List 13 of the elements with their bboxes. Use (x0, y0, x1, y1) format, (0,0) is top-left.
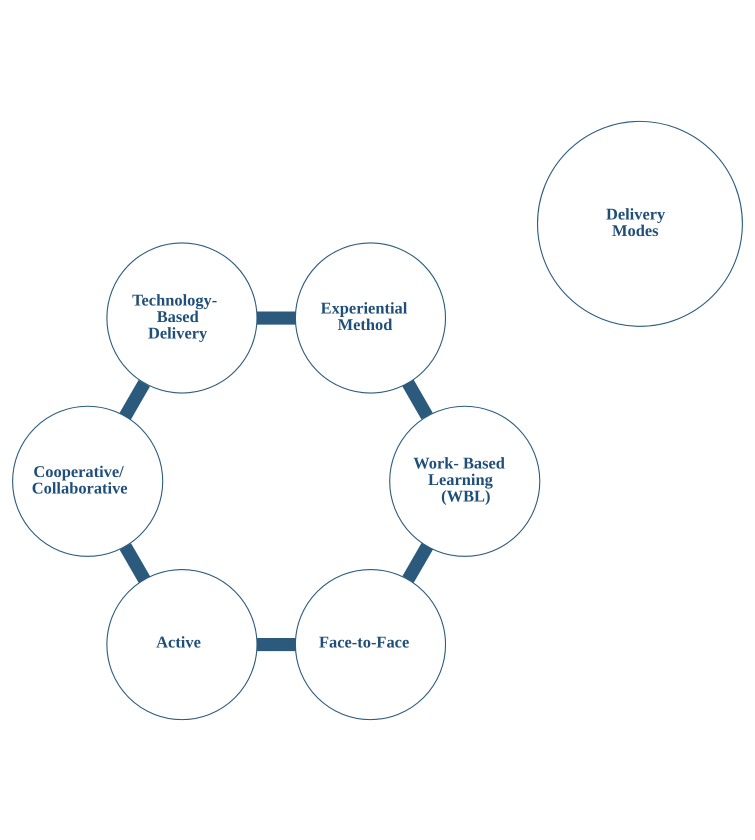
node-circle: Work- Based Learning (WBL) (389, 405, 540, 556)
node-circle: Delivery Modes (536, 120, 743, 326)
node-circle: Cooperative/ Collaborative (12, 405, 164, 556)
node-circle: Face-to-Face (294, 568, 446, 720)
connector (402, 379, 433, 419)
connector (402, 542, 433, 582)
connector (120, 542, 150, 582)
node-circle: Active (106, 568, 258, 720)
connector (119, 380, 150, 420)
node-circle: Experiential Method (294, 242, 446, 394)
connector (256, 310, 296, 324)
node-circle: Technology- Based Delivery (106, 242, 258, 394)
connector (257, 638, 296, 651)
